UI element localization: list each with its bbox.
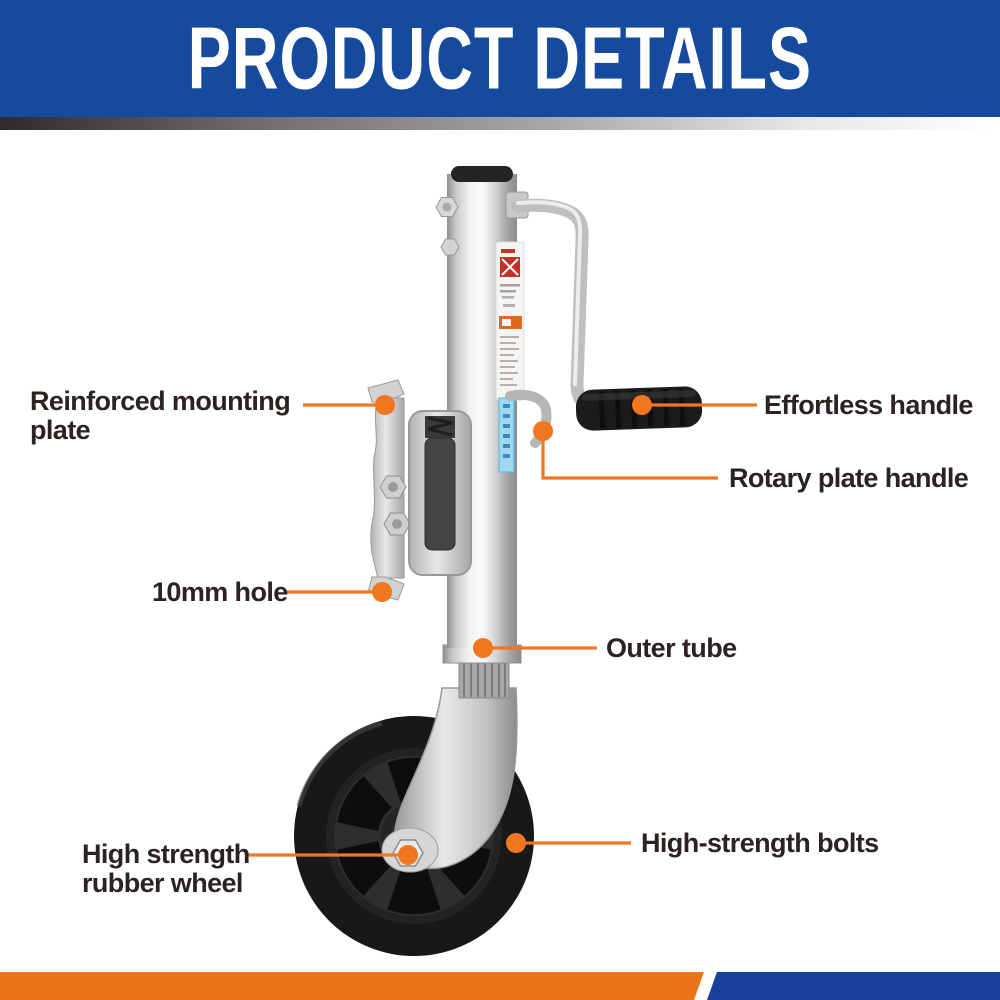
cyan-sticker-strip [498, 397, 515, 473]
callout-dot-rotary-plate-handle [533, 421, 553, 441]
tube-top-cap [451, 166, 513, 182]
callout-dots [372, 395, 652, 865]
callout-label-reinforced-mounting-plate: Reinforced mounting plate [30, 386, 291, 445]
callout-dot-reinforced-mounting-plate [375, 395, 395, 415]
callout-label-high-strength-rubber-wheel: High strength rubber wheel [82, 839, 250, 898]
mounting-plate [367, 379, 472, 601]
callout-dot-10mm-hole [372, 582, 392, 602]
callout-dot-rubber-wheel [398, 845, 418, 865]
crank-handle [511, 198, 601, 413]
callout-label-high-strength-bolts: High-strength bolts [641, 828, 879, 858]
callout-dot-bolts [506, 833, 526, 853]
callout-dot-effortless-handle [632, 395, 652, 415]
callout-lines [247, 403, 757, 857]
callout-label-outer-tube: Outer tube [606, 633, 737, 663]
callout-dot-outer-tube [473, 638, 493, 658]
callout-label-effortless-handle: Effortless handle [764, 390, 973, 420]
page-title: PRODUCT DETAILS [187, 9, 813, 108]
footer-stripe-blue [707, 972, 1000, 1000]
spring [427, 416, 453, 437]
header-banner: PRODUCT DETAILS [0, 0, 1000, 117]
inner-tube [458, 659, 510, 699]
callout-line-rotary-plate-handle [541, 440, 718, 480]
footer-stripe-orange [0, 972, 704, 1000]
sticker-label [495, 241, 525, 401]
callout-label-10mm-hole: 10mm hole [152, 577, 288, 607]
header-divider-stripe [0, 117, 1000, 130]
callout-label-rotary-plate-handle: Rotary plate handle [729, 463, 969, 493]
